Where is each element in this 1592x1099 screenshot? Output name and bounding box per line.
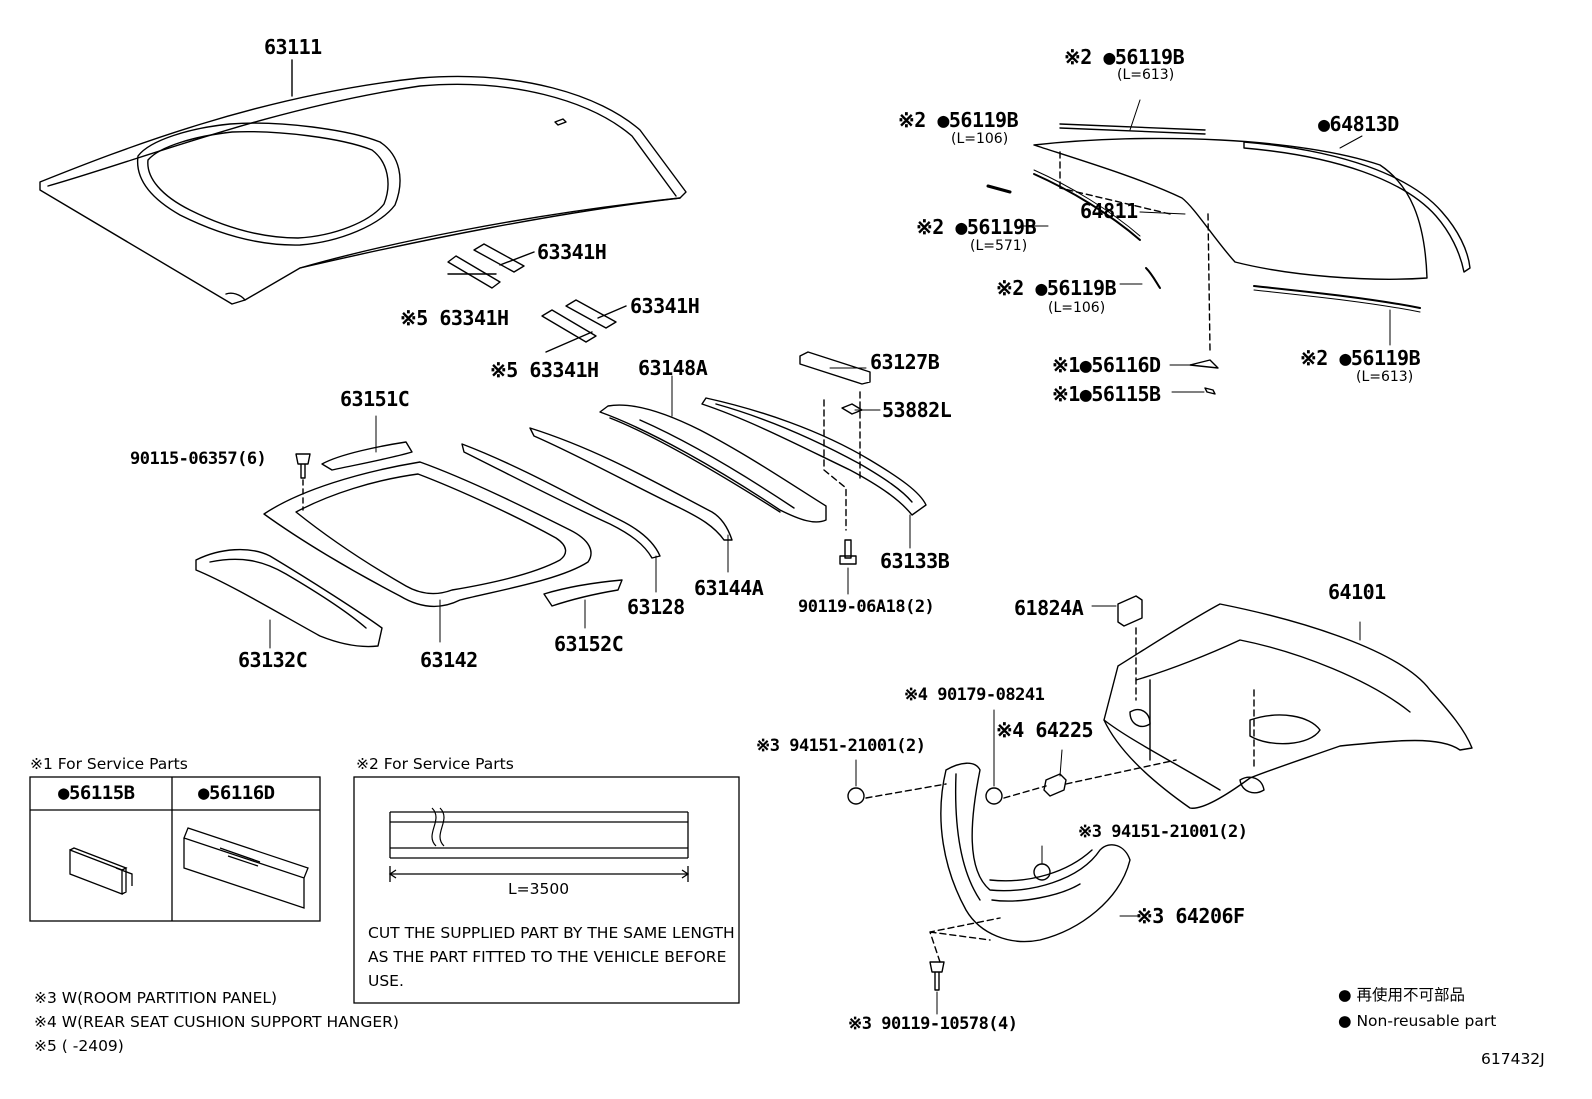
service-parts-box-2 xyxy=(353,776,740,1004)
label-94151-21001-a[interactable]: ※3 94151-21001(2) xyxy=(756,736,926,756)
roof-panel-63111 xyxy=(39,59,687,305)
roof-bow-63128 xyxy=(461,443,661,559)
label-63127b[interactable]: 63127B xyxy=(870,350,940,374)
label-56119b-low-length: (L=613) xyxy=(1356,369,1414,385)
label-63142[interactable]: 63142 xyxy=(420,648,478,672)
label-63341h-4[interactable]: ※5 63341H xyxy=(490,358,599,382)
pad-63341h-1 xyxy=(447,255,501,289)
pad-63341h-3 xyxy=(541,309,597,343)
box1-col2-header: ●56116D xyxy=(198,782,275,804)
label-56119b-l571[interactable]: ※2 ●56119B xyxy=(916,215,1037,239)
roof-bow-63133b xyxy=(701,397,927,516)
label-63133b[interactable]: 63133B xyxy=(880,549,950,573)
label-63151c[interactable]: 63151C xyxy=(340,387,410,411)
box1-title: ※1 For Service Parts xyxy=(30,755,188,773)
label-63111[interactable]: 63111 xyxy=(264,35,322,59)
label-90179-08241[interactable]: ※4 90179-08241 xyxy=(904,685,1045,705)
box2-instruction: CUT THE SUPPLIED PART BY THE SAME LENGTH… xyxy=(368,924,735,990)
label-64813d[interactable]: ●64813D xyxy=(1318,112,1399,136)
label-63132c[interactable]: 63132C xyxy=(238,648,308,672)
label-63144a[interactable]: 63144A xyxy=(694,576,764,600)
legend-en: ● Non-reusable part xyxy=(1338,1012,1497,1030)
label-94151-21001-b[interactable]: ※3 94151-21001(2) xyxy=(1078,822,1248,842)
sunroof-frame-63142 xyxy=(263,461,592,643)
box1-col1-header: ●56115B xyxy=(58,782,135,804)
label-63341h-2[interactable]: ※5 63341H xyxy=(400,306,509,330)
service-parts-box-1 xyxy=(29,776,321,922)
label-64101[interactable]: 64101 xyxy=(1328,580,1386,604)
package-tray-64101 xyxy=(1103,603,1473,809)
label-56119b-top[interactable]: ※2 ●56119B xyxy=(1064,45,1185,69)
label-90115-06357[interactable]: 90115-06357(6) xyxy=(130,449,267,469)
diagram-id: 617432J xyxy=(1481,1050,1545,1068)
roof-bow-63144a xyxy=(529,427,733,541)
label-63341h-3[interactable]: 63341H xyxy=(630,294,700,318)
label-56119b-l106b[interactable]: ※2 ●56119B xyxy=(996,276,1117,300)
label-56116d[interactable]: ※1●56116D xyxy=(1052,353,1161,377)
box2-length: L=3500 xyxy=(508,880,570,898)
label-90119-10578[interactable]: ※3 90119-10578(4) xyxy=(848,1014,1018,1034)
note-4: ※4 W(REAR SEAT CUSHION SUPPORT HANGER) xyxy=(34,1013,399,1031)
box2-title: ※2 For Service Parts xyxy=(356,755,514,773)
roof-reinforcement-63127b xyxy=(799,351,881,415)
label-63341h-1[interactable]: 63341H xyxy=(537,240,607,264)
label-63148a[interactable]: 63148A xyxy=(638,356,708,380)
note-5: ※5 ( -2409) xyxy=(34,1037,124,1055)
label-64225[interactable]: ※4 64225 xyxy=(996,718,1094,742)
partition-64206f xyxy=(940,762,1131,943)
label-90119-06a18[interactable]: 90119-06A18(2) xyxy=(798,597,935,617)
label-64811[interactable]: 64811 xyxy=(1080,199,1138,223)
back-window-64811 xyxy=(1033,137,1428,351)
legend-jp: ● 再使用不可部品 xyxy=(1338,986,1465,1004)
label-61824a[interactable]: 61824A xyxy=(1014,596,1084,620)
roof-bow-63148a xyxy=(599,404,827,523)
label-56119b-l106b-length: (L=106) xyxy=(1048,300,1106,316)
label-63128[interactable]: 63128 xyxy=(627,595,685,619)
label-56115b[interactable]: ※1●56115B xyxy=(1052,382,1161,406)
label-64206f[interactable]: ※3 64206F xyxy=(1136,904,1245,928)
label-56119b-l571-length: (L=571) xyxy=(970,238,1028,254)
label-56119b-low[interactable]: ※2 ●56119B xyxy=(1300,346,1421,370)
front-header-63132c xyxy=(195,548,383,649)
label-56119b-l106a-length: (L=106) xyxy=(951,131,1009,147)
note-3: ※3 W(ROOM PARTITION PANEL) xyxy=(34,989,278,1007)
label-53882l[interactable]: 53882L xyxy=(882,398,952,422)
label-63152c[interactable]: 63152C xyxy=(554,632,624,656)
label-56119b-l106a[interactable]: ※2 ●56119B xyxy=(898,108,1019,132)
pad-63341h-4 xyxy=(565,299,617,329)
label-56119b-top-length: (L=613) xyxy=(1117,67,1175,83)
